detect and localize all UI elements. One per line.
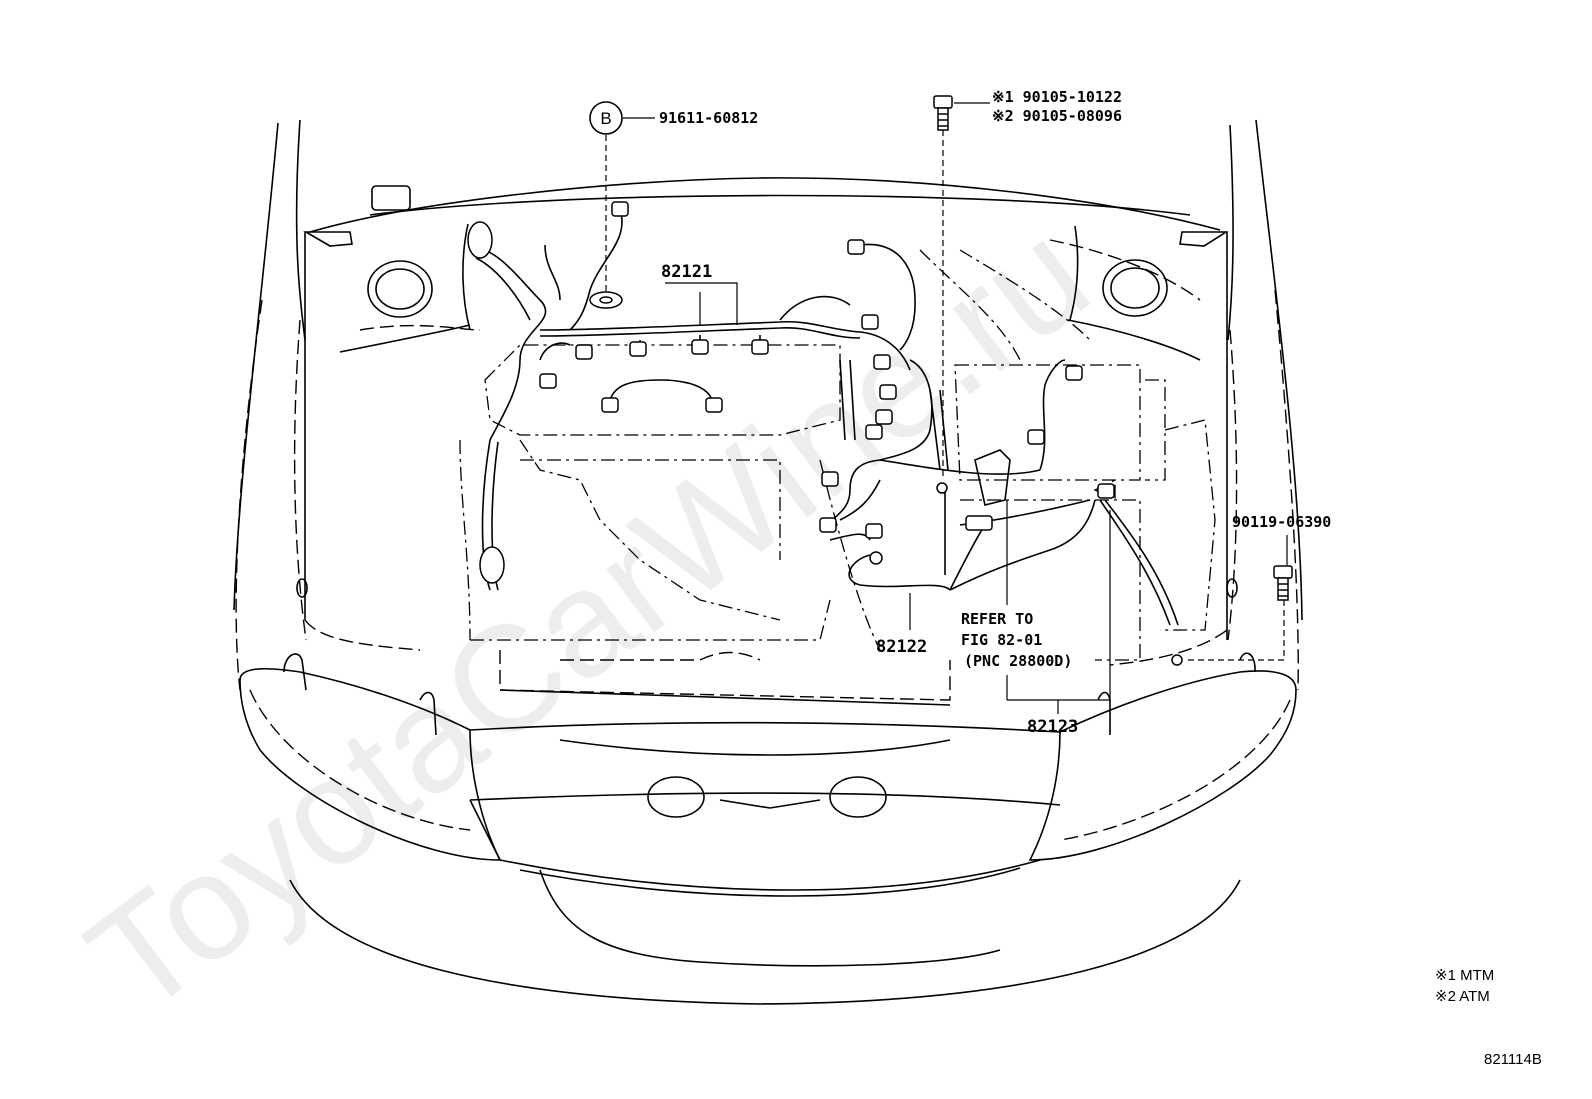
part-number-label: 91611-60812	[659, 109, 758, 127]
legend-note: ※1 MTM	[1435, 967, 1494, 984]
refer-note-line: REFER TO	[961, 610, 1033, 628]
callout-b-symbol: B	[600, 109, 611, 128]
part-number-label: ※2 90105-08096	[992, 107, 1122, 125]
callout-b-circle	[589, 101, 623, 135]
engine-bay-outline	[235, 239, 1299, 841]
bolt-icon	[933, 95, 953, 131]
harness-label: 82123	[1027, 717, 1078, 737]
refer-note-line: (PNC 28800D)	[964, 652, 1072, 670]
figure-id: 821114B	[1484, 1051, 1542, 1068]
refer-note-line: FIG 82-01	[961, 631, 1042, 649]
connectors	[467, 201, 1183, 666]
harness-label: 82122	[876, 637, 927, 657]
bolt-icon	[1273, 565, 1293, 601]
part-number-label: ※1 90105-10122	[992, 88, 1122, 106]
legend-note: ※2 ATM	[1435, 988, 1490, 1005]
harness-label: 82121	[661, 262, 712, 282]
refer-note-bg	[955, 605, 1095, 675]
car-body	[233, 119, 1303, 1005]
part-number-label: 90119-06390	[1232, 513, 1331, 531]
